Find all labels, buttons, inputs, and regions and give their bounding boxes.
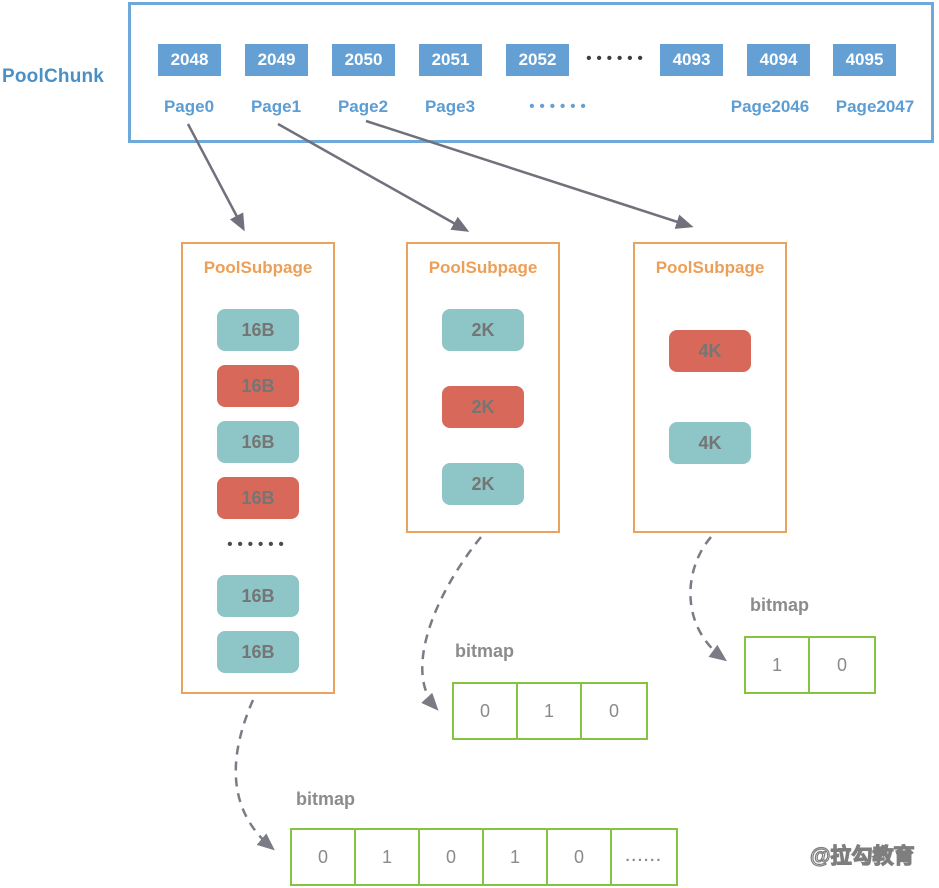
bitmap-label: bitmap	[750, 595, 810, 615]
bitmap-cell: 1	[356, 830, 420, 884]
pages-ellipsis: ••••••	[529, 98, 591, 115]
chunk-slot: 2050	[332, 44, 395, 76]
bitmap-cell: 0	[548, 830, 612, 884]
page-label: Page1	[250, 97, 302, 116]
page-label: Page2047	[835, 97, 915, 116]
slots-ellipsis: ••••••	[586, 50, 648, 67]
poolchunk-label: PoolChunk	[2, 66, 105, 87]
mem-block-16b: 16B	[217, 365, 299, 407]
poolsubpage-box-4k: PoolSubpage 4K 4K	[633, 242, 787, 533]
arrow-subpage16b-to-bitmap	[234, 699, 275, 851]
chunk-slot: 2051	[419, 44, 482, 76]
bitmap-table-2k: 0 1 0	[452, 682, 648, 740]
mem-block-16b: 16B	[217, 421, 299, 463]
page-label: Page2046	[730, 97, 810, 116]
chunk-slot: 2052	[506, 44, 569, 76]
bitmap-cell: 0	[608, 701, 619, 721]
poolsubpage-box-16b: PoolSubpage 16B 16B 16B 16B •••••• 16B 1…	[181, 242, 335, 694]
watermark: @拉勾教育	[809, 844, 915, 868]
bitmap-cell: 0	[836, 655, 847, 675]
page-label: Page3	[424, 97, 476, 116]
poolsubpage-title: PoolSubpage	[203, 258, 313, 277]
bitmap-table-16b: 0 1 0 1 0 ......	[290, 828, 678, 886]
poolsubpage-title: PoolSubpage	[428, 258, 538, 277]
bitmap-cell: 0	[292, 830, 356, 884]
mem-block-4k: 4K	[669, 330, 751, 372]
bitmap-cell-ellipsis: ......	[625, 848, 663, 865]
chunk-slot: 2049	[245, 44, 308, 76]
chunk-slot: 2048	[158, 44, 221, 76]
mem-block-2k: 2K	[442, 463, 524, 505]
bitmap-label: bitmap	[455, 641, 515, 661]
chunk-slot: 4094	[747, 44, 810, 76]
mem-block-2k: 2K	[442, 386, 524, 428]
page-label: Page0	[163, 97, 215, 116]
bitmap-cell: 0	[454, 684, 518, 738]
mem-block-2k: 2K	[442, 309, 524, 351]
bitmap-cell: 1	[484, 830, 548, 884]
page-label: Page2	[337, 97, 389, 116]
bitmap-cell: 1	[746, 638, 810, 692]
blocks-ellipsis: ••••••	[227, 536, 289, 553]
mem-block-16b: 16B	[217, 309, 299, 351]
bitmap-table-4k: 1 0	[744, 636, 876, 694]
bitmap-label: bitmap	[296, 789, 356, 809]
poolchunk-box: 2048 2049 2050 2051 2052 •••••• 4093 409…	[128, 2, 934, 143]
mem-block-16b: 16B	[217, 575, 299, 617]
chunk-slot: 4095	[833, 44, 896, 76]
mem-block-16b: 16B	[217, 477, 299, 519]
bitmap-cell: 0	[420, 830, 484, 884]
chunk-slot: 4093	[660, 44, 723, 76]
arrow-subpage4k-to-bitmap	[689, 536, 728, 662]
bitmap-cell: 1	[518, 684, 582, 738]
poolsubpage-title: PoolSubpage	[655, 258, 765, 277]
mem-block-4k: 4K	[669, 422, 751, 464]
mem-block-16b: 16B	[217, 631, 299, 673]
poolsubpage-box-2k: PoolSubpage 2K 2K 2K	[406, 242, 560, 533]
